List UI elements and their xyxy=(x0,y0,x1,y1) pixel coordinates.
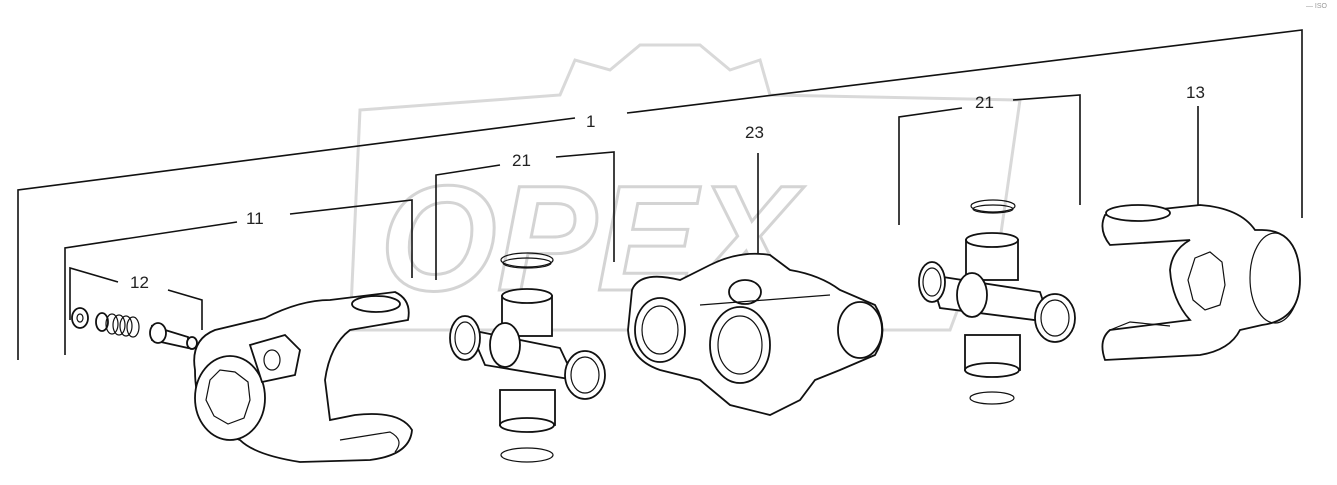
center-housing-part xyxy=(627,252,884,416)
callout-spring-kit: 12 xyxy=(130,273,149,292)
leader-lines xyxy=(17,29,1303,360)
callout-center-housing: 23 xyxy=(745,123,764,142)
callout-assembly: 1 xyxy=(586,112,595,131)
callout-cross-kit-left: 21 xyxy=(512,151,531,170)
corner-note: ⎯⎯ ISO xyxy=(1305,3,1327,10)
front-yoke-part xyxy=(193,291,413,463)
rear-yoke-part xyxy=(1101,204,1301,361)
callout-yoke-front: 11 xyxy=(246,209,264,228)
cross-kit-left-part xyxy=(449,252,606,463)
spring-kit-part xyxy=(71,307,198,350)
cross-kit-right-part xyxy=(918,199,1076,405)
callout-labels: 1 11 12 21 23 21 13 xyxy=(130,83,1205,292)
callout-yoke-rear: 13 xyxy=(1186,83,1205,102)
callout-cross-kit-right: 21 xyxy=(975,93,994,112)
